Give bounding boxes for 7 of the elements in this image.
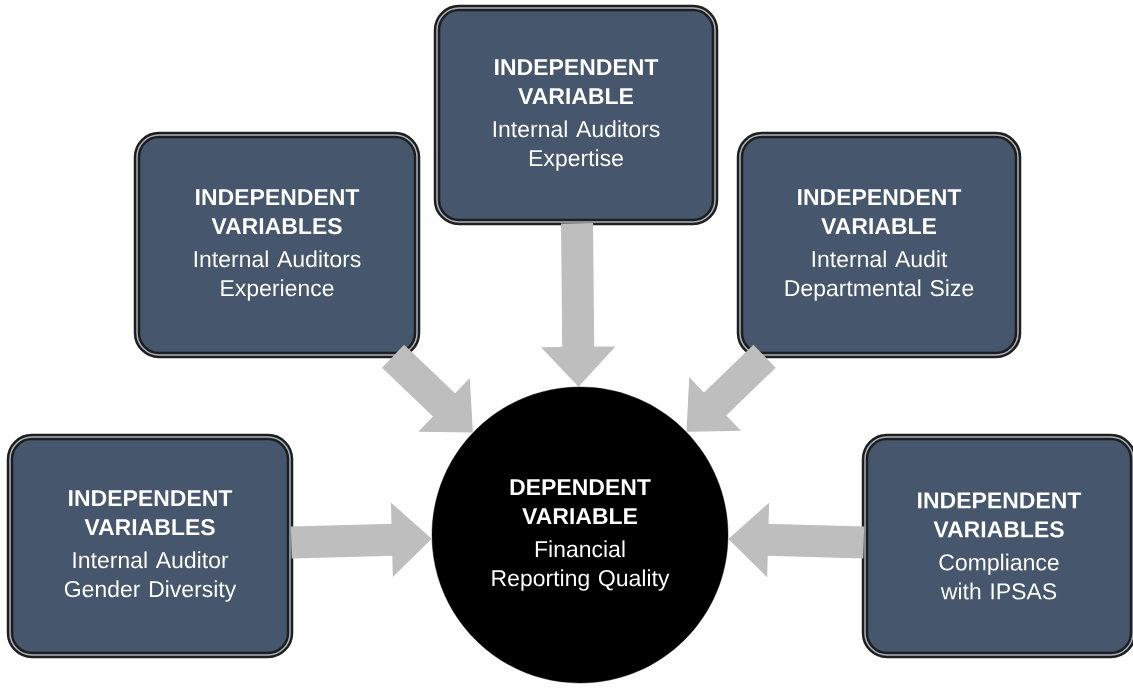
- variable-box: INDEPENDENT VARIABLE Internal Auditors Expertise: [433, 4, 719, 226]
- block-arrow: [686, 344, 776, 432]
- block-arrow: [382, 344, 473, 433]
- variable-box: INDEPENDENT VARIABLE Internal Audit Departmental Size: [736, 131, 1022, 359]
- variable-box: INDEPENDENT VARIABLES Internal Auditor Gender Diversity: [6, 433, 294, 659]
- variable-box: INDEPENDENT VARIABLES Compliance with IPSAS: [861, 433, 1133, 659]
- variable-box: INDEPENDENT VARIABLES Internal Auditors Experience: [133, 131, 421, 359]
